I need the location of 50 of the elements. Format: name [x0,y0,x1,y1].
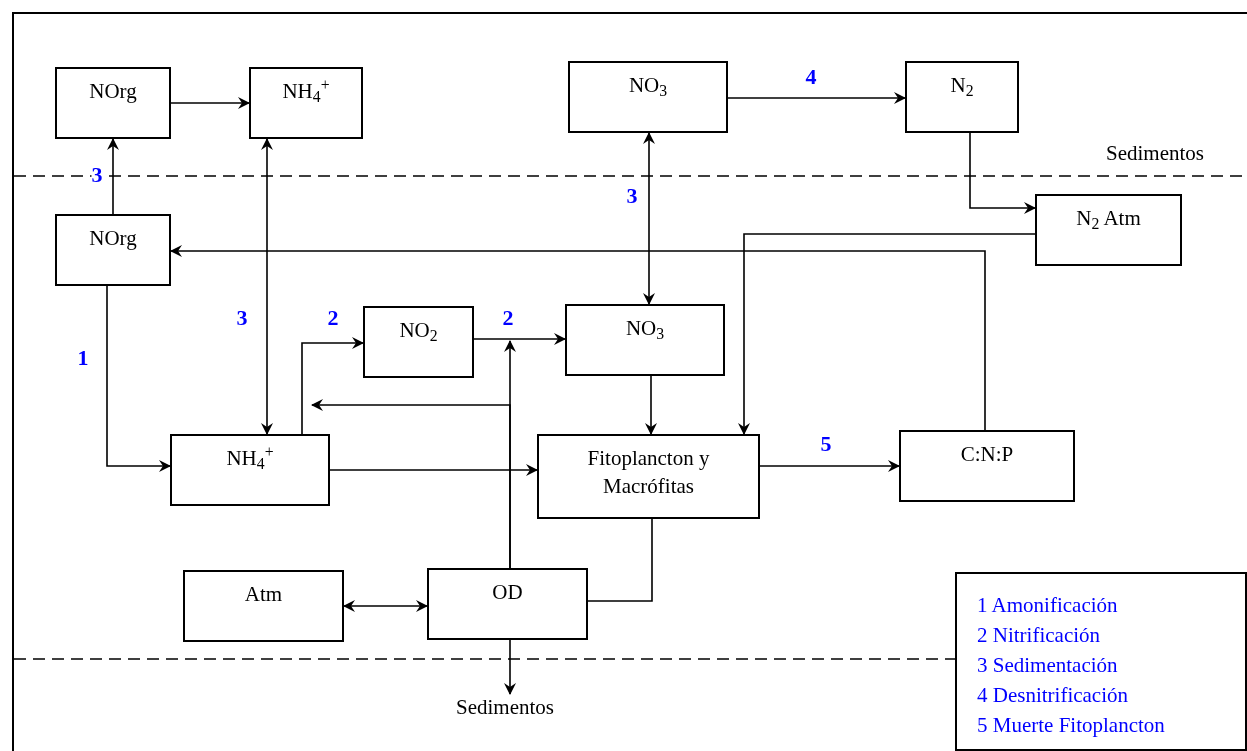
node-label: OD [491,579,524,606]
node-label: NO$_{2}$ [398,317,439,344]
node-label: NO$_{3}$ [627,72,669,99]
legend-text: 4 Desnitrificación [977,682,1130,709]
arrow [645,375,657,435]
arrow [738,233,1036,435]
connector-line [587,518,653,602]
arrow [329,464,538,476]
arrow [170,245,986,431]
arrow [473,333,566,345]
legend-text: 2 Nitrificación [977,622,1102,649]
process-box [363,306,474,378]
arrow [727,92,906,104]
process-box [899,430,1075,502]
region-label: Sedimentos [1106,142,1204,164]
legend-text: 1 Amonificación [977,592,1119,619]
node-label: Fitoplancton y Macrófitas [586,445,711,500]
process-box [568,61,728,133]
arrow [301,337,364,435]
node-label: NOrg [88,78,138,105]
arrow [969,132,1036,214]
node-label: NO$_{3}$ [624,315,666,342]
process-box [55,214,171,286]
process-box [55,67,171,139]
arrow [343,600,428,612]
arrow [107,138,119,215]
node-label: Atm [243,581,284,608]
process-box [427,568,588,640]
process-box [249,67,363,139]
legend-box [955,572,1247,751]
arrow [504,639,516,695]
arrow [311,399,511,569]
arrow [106,285,171,472]
process-box [170,434,330,506]
legend-text: 5 Muerte Fitoplancton [977,712,1166,739]
arrow [759,460,900,472]
process-box [183,570,344,642]
process-box [1035,194,1182,266]
arrow [643,132,655,305]
process-box [905,61,1019,133]
node-label: N$_{2}$ [949,72,975,99]
node-label: C:N:P [959,441,1015,468]
arrow [170,97,250,109]
node-label: NOrg [88,225,138,252]
node-label: N$_{2}$ Atm [1075,205,1142,232]
legend-text: 3 Sedimentación [977,652,1119,679]
process-box [537,434,760,519]
process-box [565,304,725,376]
arrow [261,138,273,435]
text-label: Sedimentos [438,694,572,724]
